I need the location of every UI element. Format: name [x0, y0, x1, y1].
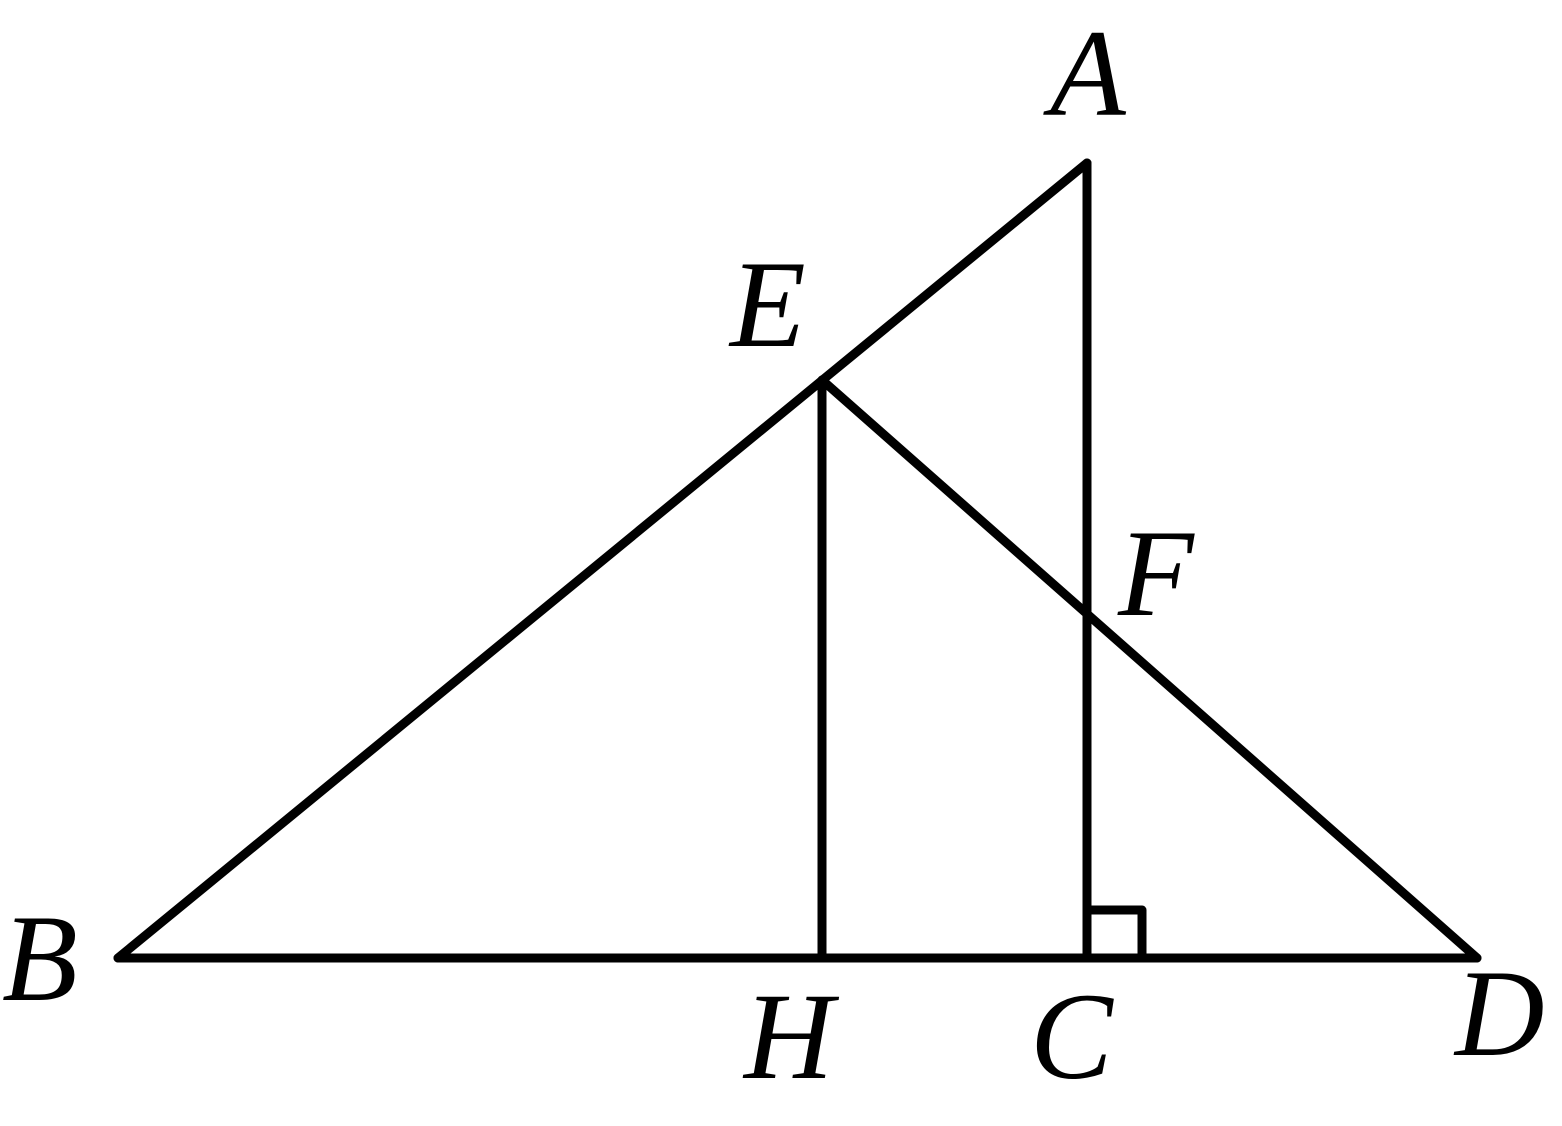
segment-ed [817, 375, 1482, 963]
point-label-a: A [1043, 5, 1127, 142]
point-label-d: D [1453, 945, 1545, 1082]
point-label-h: H [742, 968, 840, 1105]
point-label-e: E [728, 236, 806, 373]
segment-ba [113, 158, 1092, 963]
right-angle-marker [1082, 905, 1147, 963]
point-label-f: F [1117, 505, 1195, 642]
point-label-c: C [1030, 968, 1114, 1105]
point-label-b: B [2, 890, 78, 1027]
